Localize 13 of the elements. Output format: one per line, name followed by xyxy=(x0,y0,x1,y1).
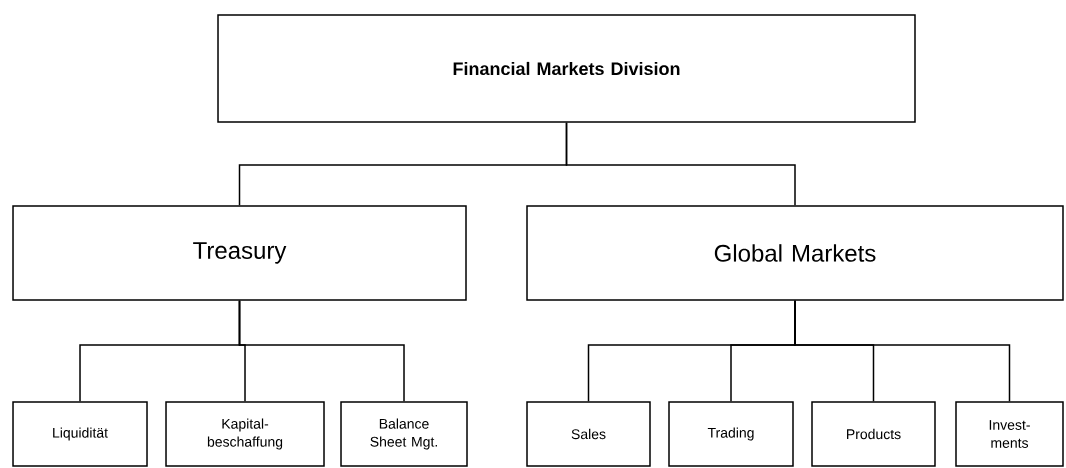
department-box: Treasury xyxy=(12,205,467,301)
division-box: Financial Markets Division xyxy=(217,14,916,123)
unit-box: Sales xyxy=(526,401,651,467)
connector xyxy=(238,300,405,402)
unit-box: Trading xyxy=(668,401,794,467)
unit-box: Products xyxy=(811,401,936,467)
unit-box: Kapital- beschaffung xyxy=(165,401,325,467)
department-box: Global Markets xyxy=(526,205,1064,301)
connector xyxy=(565,122,796,206)
unit-box: Liquidität xyxy=(12,401,148,467)
unit-box: Invest- ments xyxy=(955,401,1064,467)
connector xyxy=(794,300,1011,402)
unit-box: Balance Sheet Mgt. xyxy=(340,401,468,467)
